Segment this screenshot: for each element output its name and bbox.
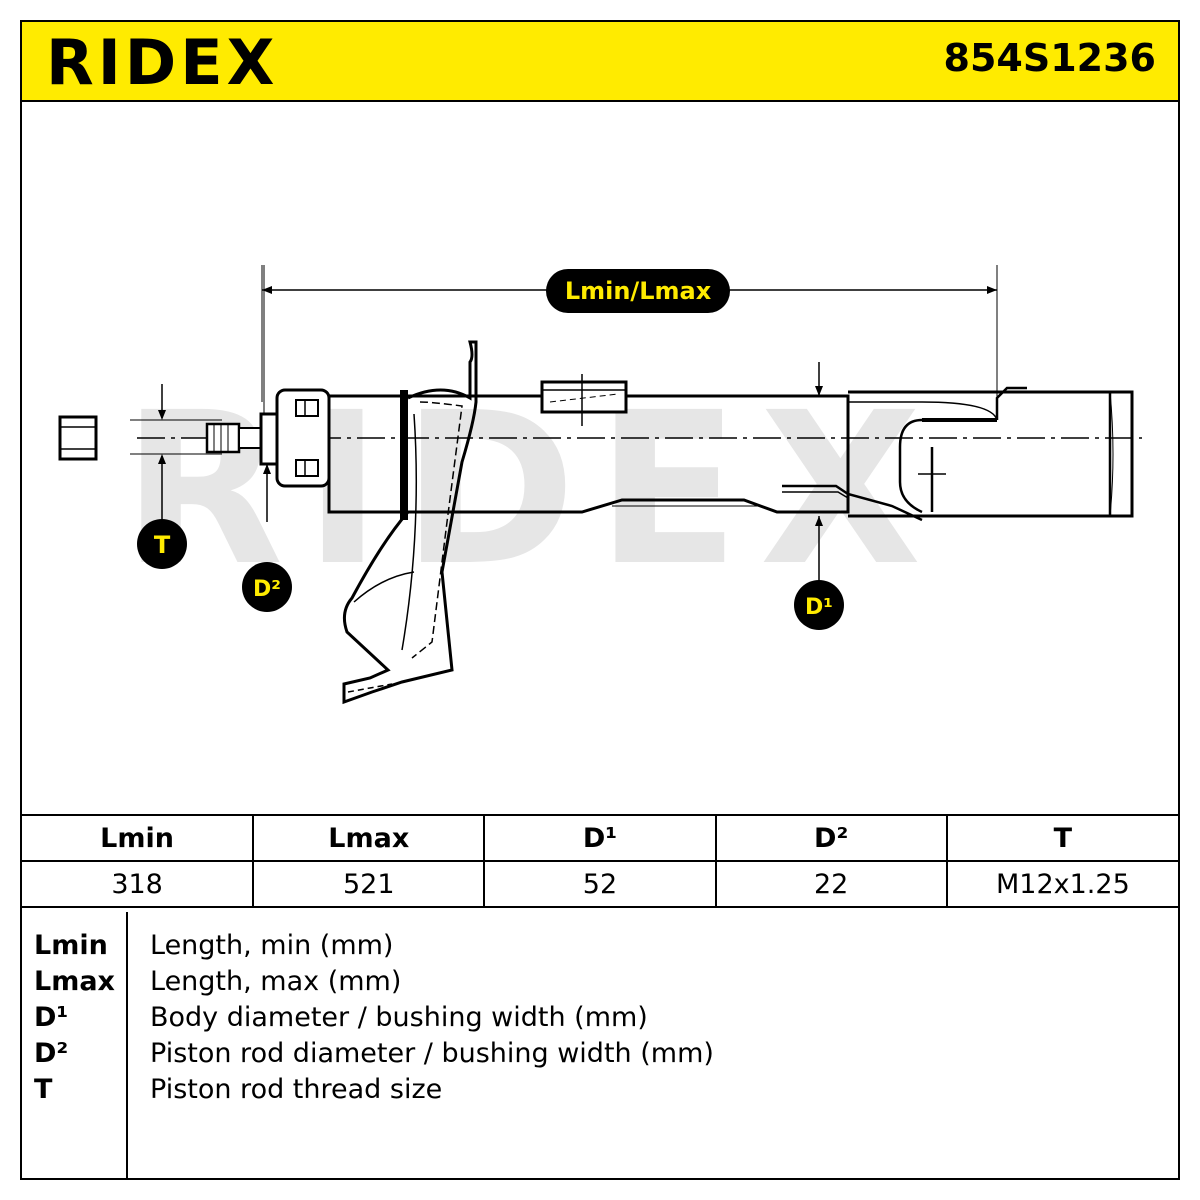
lower-tube xyxy=(782,386,1134,522)
thread-label-badge: T xyxy=(137,519,187,569)
ridex-logo: RIDEX xyxy=(46,26,278,99)
shock-absorber-drawing: RIDEX xyxy=(58,265,1142,705)
spec-header-cell: D² xyxy=(714,814,948,862)
body-diameter-label: D¹ xyxy=(805,595,833,620)
spring-seat xyxy=(400,390,408,520)
spec-header-cell: Lmax xyxy=(252,814,486,862)
legend-description: Length, max (mm) xyxy=(150,966,402,997)
spec-value-cell: 318 xyxy=(22,860,255,908)
legend-divider xyxy=(126,912,128,1178)
legend-term: T xyxy=(34,1074,53,1105)
legend-row: T Piston rod thread size xyxy=(22,1074,1178,1110)
spec-header-cell: Lmin xyxy=(22,814,255,862)
spec-table: Lmin Lmax D¹ D² T 318 521 52 22 M12x1.25 xyxy=(22,814,1178,908)
spec-value-row: 318 521 52 22 M12x1.25 xyxy=(22,860,1178,908)
nut-icon xyxy=(58,415,98,461)
length-label-badge: Lmin/Lmax xyxy=(546,269,730,313)
spec-header-cell: T xyxy=(945,814,1178,862)
mounting-bracket xyxy=(342,340,478,705)
thread-dimension xyxy=(130,384,222,522)
tube-clamp xyxy=(540,374,628,426)
legend-description: Body diameter / bushing width (mm) xyxy=(150,1002,648,1033)
legend-description: Piston rod diameter / bushing width (mm) xyxy=(150,1038,714,1069)
spec-value-cell: 22 xyxy=(714,860,948,908)
part-number: 854S1236 xyxy=(943,36,1156,80)
spec-sheet-frame: RIDEX 854S1236 RIDEX xyxy=(20,20,1180,1180)
thread-label: T xyxy=(154,531,171,559)
legend-row: Lmin Length, min (mm) xyxy=(22,930,1178,966)
spec-value-cell: M12x1.25 xyxy=(945,860,1178,908)
length-label: Lmin/Lmax xyxy=(565,277,712,305)
legend-term: D¹ xyxy=(34,1002,69,1033)
spec-value-cell: 521 xyxy=(252,860,486,908)
body-diameter-dimension xyxy=(815,362,823,582)
legend-row: D¹ Body diameter / bushing width (mm) xyxy=(22,1002,1178,1038)
rod-diameter-label: D² xyxy=(253,577,281,602)
legend: Lmin Length, min (mm) Lmax Length, max (… xyxy=(22,912,1178,1178)
legend-term: Lmin xyxy=(34,930,108,961)
technical-drawing: RIDEX xyxy=(22,102,1178,814)
legend-description: Piston rod thread size xyxy=(150,1074,443,1105)
spec-value-cell: 52 xyxy=(483,860,717,908)
spec-header-row: Lmin Lmax D¹ D² T xyxy=(22,814,1178,862)
top-mount xyxy=(275,388,331,488)
legend-term: D² xyxy=(34,1038,69,1069)
body-diameter-label-badge: D¹ xyxy=(794,580,844,630)
legend-row: Lmax Length, max (mm) xyxy=(22,966,1178,1002)
spec-header-cell: D¹ xyxy=(483,814,717,862)
legend-row: D² Piston rod diameter / bushing width (… xyxy=(22,1038,1178,1074)
legend-term: Lmax xyxy=(34,966,115,997)
header-bar: RIDEX 854S1236 xyxy=(22,22,1178,102)
legend-description: Length, min (mm) xyxy=(150,930,394,961)
brand-logo-text: RIDEX xyxy=(46,26,278,99)
rod-diameter-label-badge: D² xyxy=(242,562,292,612)
